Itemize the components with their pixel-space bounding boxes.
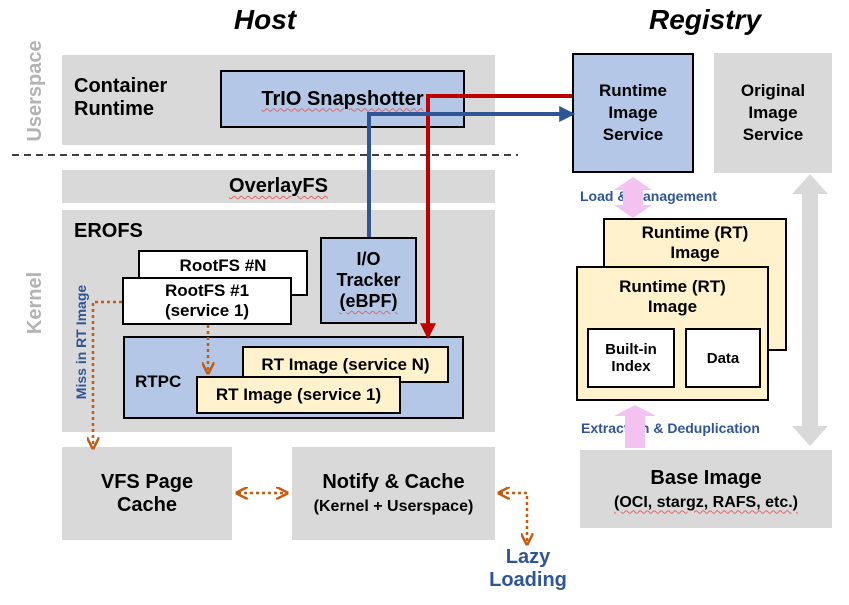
registry-header: Registry [648, 4, 762, 35]
rt-image-service-1-label: RT Image (service 1) [215, 385, 382, 404]
erofs-label: EROFS [74, 220, 143, 242]
base-image-box: Base Image (OCI, stargz, RAFS, etc.) [580, 450, 832, 528]
overlayfs-label: OverlayFS [229, 175, 328, 197]
host-header: Host [233, 4, 297, 35]
runtime-image-service-label: Runtime Image Service [599, 81, 667, 144]
rootfs-n-label: RootFS #N [179, 256, 267, 275]
builtin-index-box: Built-in Index [587, 328, 675, 388]
notify-cache-subtitle: (Kernel + Userspace) [313, 498, 474, 515]
vfs-page-cache-label: VFS Page Cache [100, 470, 194, 516]
trio-snapshotter-box: TrIO Snapshotter [220, 70, 465, 128]
io-tracker-box: I/O Tracker (eBPF) [320, 237, 417, 324]
rt-image-service-1-box: RT Image (service 1) [196, 376, 401, 414]
trio-snapshotter-label: TrIO Snapshotter [261, 87, 424, 110]
builtin-index-label: Built-in Index [605, 341, 657, 375]
load-management-label: Load & Management [580, 188, 717, 204]
lazy-loading-label: Lazy Loading [489, 546, 567, 591]
original-image-service-box: Original Image Service [714, 53, 832, 173]
rootfs-1-box: RootFS #1 (service 1) [122, 277, 292, 325]
rt-image-service-n-label: RT Image (service N) [261, 354, 430, 374]
original-to-base-arrow [792, 174, 828, 446]
rt-image-back-label: Runtime (RT) Image [641, 223, 749, 262]
rootfs-1-label: RootFS #1 (service 1) [164, 281, 250, 320]
load-management-arrow-lower [614, 199, 652, 218]
container-runtime-label: Container Runtime [74, 75, 168, 120]
base-image-subtitle: (OCI, stargz, RAFS, etc.) [613, 493, 799, 511]
notify-cache-title: Notify & Cache [322, 471, 465, 493]
miss-arrow [93, 300, 122, 447]
blue-arrow [367, 106, 576, 237]
rt-image-front-label: Runtime (RT) Image [619, 277, 726, 316]
red-arrow [420, 94, 572, 340]
extraction-arrow [614, 405, 656, 448]
data-box: Data [685, 328, 761, 388]
vfs-page-cache-box: VFS Page Cache [62, 447, 232, 540]
load-management-arrow [614, 177, 652, 199]
io-tracker-label: I/O Tracker (eBPF) [336, 249, 401, 311]
overlayfs-box: OverlayFS [62, 170, 495, 203]
notify-cache-box: Notify & Cache (Kernel + Userspace) [292, 447, 495, 540]
rtpc-label: RTPC [135, 372, 182, 391]
data-label: Data [706, 349, 740, 367]
base-image-title: Base Image [650, 466, 762, 489]
lazy-loading-arrow [500, 493, 527, 543]
original-image-service-label: Original Image Service [740, 81, 806, 144]
